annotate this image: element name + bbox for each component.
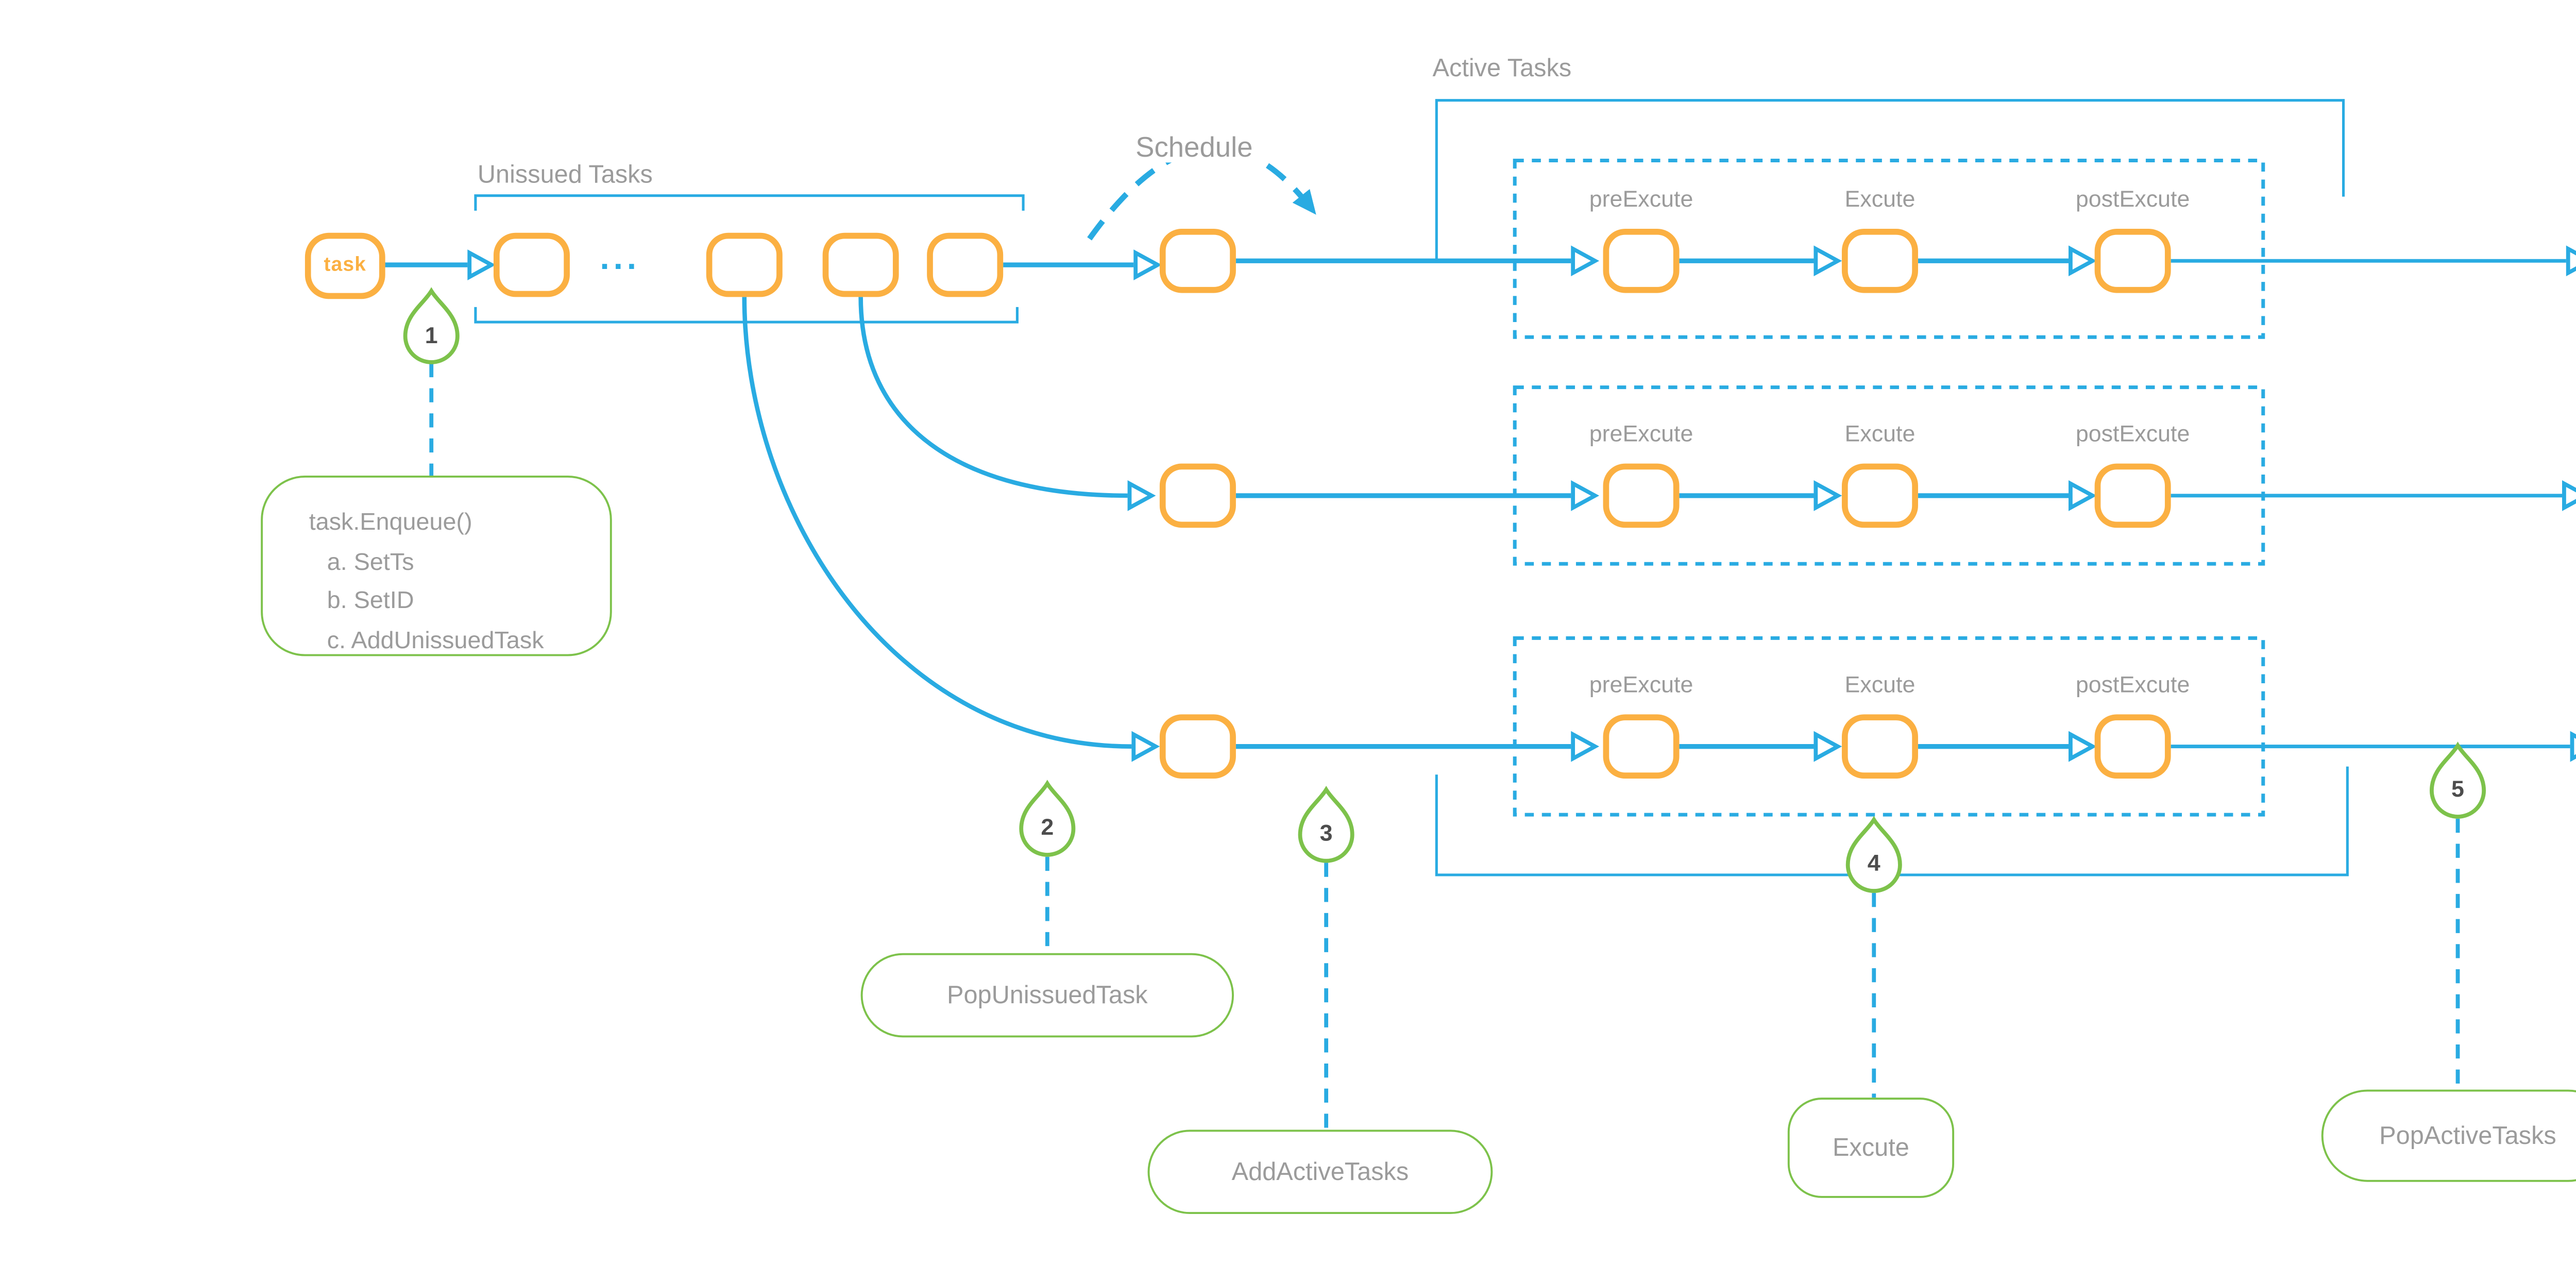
marker-2-number: 2 <box>1041 816 1054 841</box>
annotation-markers <box>403 287 2486 893</box>
pop-unissued-task-label: PopUnissuedTask <box>946 981 1148 1009</box>
row1-post-excute-node <box>2094 228 2171 293</box>
unissued-queue-node-4 <box>927 232 1004 297</box>
marker-3-number: 3 <box>1319 822 1333 847</box>
row3-excute-node <box>1841 714 1918 779</box>
marker-1-drop <box>403 287 460 364</box>
row2-post-excute-label: postExcute <box>2075 423 2190 448</box>
enqueue-title: task.Enqueue() <box>309 508 472 536</box>
scheduled-node-row1 <box>1159 228 1236 293</box>
marker-5-number: 5 <box>2451 778 2464 803</box>
row2-pre-excute-label: preExcute <box>1589 423 1693 448</box>
excute-box: Excute <box>1787 1098 1955 1198</box>
row3-excute-label: Excute <box>1844 674 1916 699</box>
queue-ellipsis: ... <box>600 239 640 277</box>
row2-post-excute-node <box>2094 463 2171 528</box>
pop-active-tasks-label: PopActiveTasks <box>2379 1121 2556 1150</box>
worker-box-3 <box>1513 636 2265 817</box>
enqueue-item-c: c. AddUnissuedTask <box>327 625 544 653</box>
marker-5-drop <box>2429 741 2486 819</box>
row2-excute-label: Excute <box>1844 423 1916 448</box>
marker-3-drop <box>1298 785 1354 863</box>
scheduled-node-row3 <box>1159 714 1236 779</box>
marker-2-drop <box>1019 780 1076 857</box>
unissued-queue-node-2 <box>706 232 783 297</box>
pop-active-tasks-box: PopActiveTasks <box>2321 1089 2576 1182</box>
flow-lines <box>383 245 2576 762</box>
add-active-tasks-label: AddActiveTasks <box>1231 1158 1409 1186</box>
marker-1-number: 1 <box>425 324 438 348</box>
row1-pre-excute-node <box>1603 228 1680 293</box>
enqueue-annotation-box: task.Enqueue() a. SetTs b. SetID c. AddU… <box>261 475 612 656</box>
worker-box-2 <box>1513 385 2265 566</box>
row2-excute-node <box>1841 463 1918 528</box>
row1-pre-excute-label: preExcute <box>1589 189 1693 213</box>
worker-box-1 <box>1513 159 2265 339</box>
scheduled-node-row2 <box>1159 463 1236 528</box>
row1-excute-label: Excute <box>1844 189 1916 213</box>
unissued-queue-node-3 <box>822 232 899 297</box>
annotation-leader-lines <box>429 363 2460 1130</box>
dispatch-curves <box>742 297 1160 762</box>
row3-post-excute-node <box>2094 714 2171 779</box>
marker-4-drop <box>1845 816 1902 893</box>
excute-label: Excute <box>1833 1134 1909 1162</box>
row2-pre-excute-node <box>1603 463 1680 528</box>
row1-post-excute-label: postExcute <box>2075 189 2190 213</box>
enqueue-item-b: b. SetID <box>327 586 414 614</box>
row3-pre-excute-label: preExcute <box>1589 674 1693 699</box>
row3-post-excute-label: postExcute <box>2075 674 2190 699</box>
enqueue-item-a: a. SetTs <box>327 547 414 575</box>
unissued-tasks-title: Unissued Tasks <box>477 160 653 189</box>
task-node-label: task <box>324 254 367 276</box>
unissued-queue-node-1 <box>493 232 570 297</box>
add-active-tasks-box: AddActiveTasks <box>1147 1129 1493 1214</box>
task-node: task <box>304 231 385 298</box>
row3-pre-excute-node <box>1603 714 1680 779</box>
schedule-label: Schedule <box>1123 130 1265 163</box>
pop-unissued-task-box: PopUnissuedTask <box>860 953 1234 1038</box>
active-tasks-title: Active Tasks <box>1432 54 1572 82</box>
worker-dotted-boxes <box>1513 159 2265 817</box>
row1-excute-node <box>1841 228 1918 293</box>
marker-4-number: 4 <box>1867 853 1880 877</box>
